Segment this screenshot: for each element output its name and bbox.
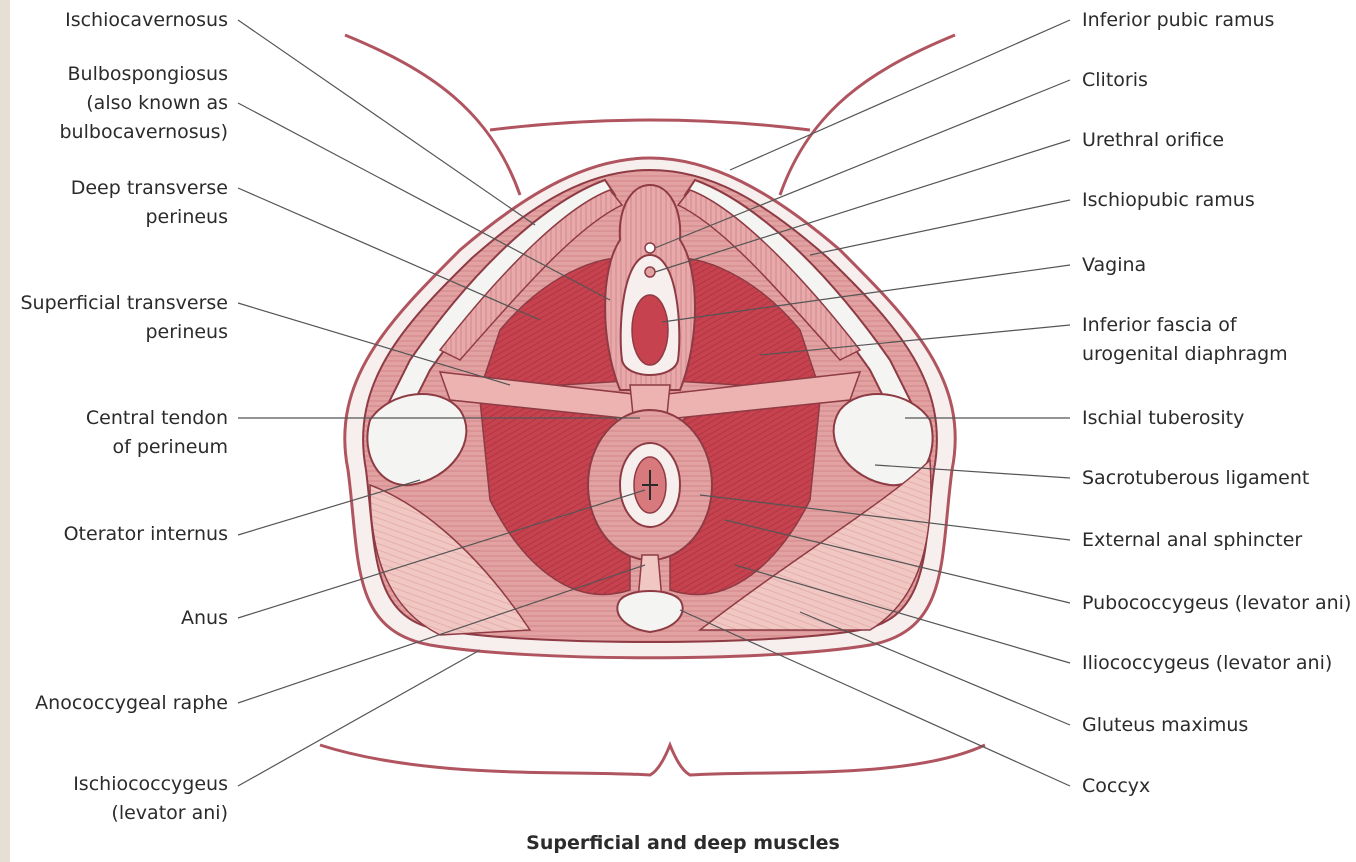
label-ischiococcygeus: Ischiococcygeus (levator ani) (73, 770, 228, 828)
label-deep-transverse-perineus: Deep transverse perineus (71, 174, 228, 232)
figure-caption: Superficial and deep muscles (10, 832, 1356, 854)
label-pubococcygeus: Pubococcygeus (levator ani) (1082, 589, 1351, 618)
label-anus: Anus (181, 604, 228, 633)
label-inferior-pubic-ramus: Inferior pubic ramus (1082, 6, 1274, 35)
label-sacrotuberous-ligament: Sacrotuberous ligament (1082, 464, 1309, 493)
label-coccyx: Coccyx (1082, 772, 1150, 801)
leader-ischiocavernosus (238, 20, 535, 225)
buttock-contour (320, 745, 985, 775)
label-superficial-transverse-perineus: Superficial transverse perineus (21, 289, 229, 347)
label-bulbospongiosus: Bulbospongiosus (also known as bulbocave… (60, 60, 229, 147)
urethral-orifice (645, 267, 655, 277)
vagina (632, 295, 668, 365)
label-external-anal-sphincter: External anal sphincter (1082, 526, 1302, 555)
label-oterator-internus: Oterator internus (64, 520, 228, 549)
leader-gluteus-maximus (800, 612, 1070, 725)
upper-left-contour (345, 35, 520, 195)
label-anococcygeal-raphe: Anococcygeal raphe (35, 689, 228, 718)
leader-inferior-pubic-ramus (730, 20, 1070, 170)
label-inferior-fascia: Inferior fascia of urogenital diaphragm (1082, 311, 1288, 369)
label-central-tendon: Central tendon of perineum (86, 404, 228, 462)
leader-ischiopubic-ramus (810, 200, 1070, 255)
clitoris (645, 243, 655, 253)
label-ischial-tuberosity: Ischial tuberosity (1082, 404, 1244, 433)
pubic-arch-contour (490, 120, 810, 130)
upper-right-contour (780, 35, 955, 195)
figure-panel: Ischiocavernosus Bulbospongiosus (also k… (10, 0, 1356, 862)
label-vagina: Vagina (1082, 251, 1146, 280)
label-clitoris: Clitoris (1082, 66, 1148, 95)
leader-ischiococcygeus (238, 650, 480, 786)
label-iliococcygeus: Iliococcygeus (levator ani) (1082, 649, 1332, 678)
label-ischiocavernosus: Ischiocavernosus (65, 6, 228, 35)
label-gluteus-maximus: Gluteus maximus (1082, 711, 1248, 740)
leader-clitoris (655, 80, 1070, 248)
label-ischiopubic-ramus: Ischiopubic ramus (1082, 186, 1255, 215)
label-urethral-orifice: Urethral orifice (1082, 126, 1224, 155)
